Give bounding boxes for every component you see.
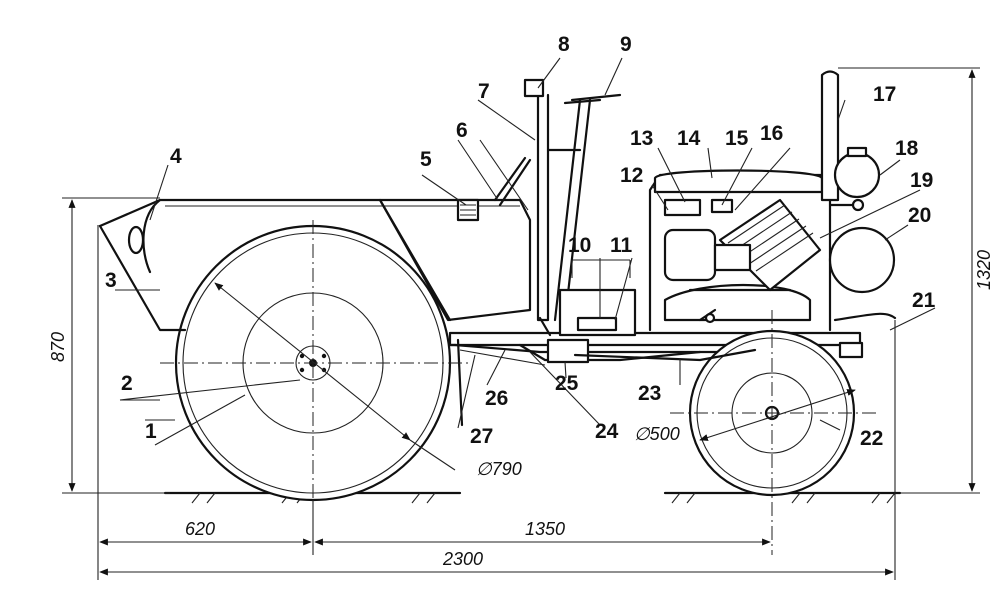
rear-overhang-620: 620 xyxy=(185,519,215,539)
front-wheel-diameter: ∅500 xyxy=(634,424,680,444)
callout-27: 27 xyxy=(470,425,493,448)
callout-17: 17 xyxy=(873,83,896,106)
steering-column xyxy=(493,78,622,337)
wheelbase-1350: 1350 xyxy=(525,519,565,539)
rear-wheel-diameter: ∅790 xyxy=(476,459,522,479)
tanks xyxy=(828,146,897,322)
callout-3: 3 xyxy=(105,269,117,292)
height-1320: 1320 xyxy=(974,250,994,290)
front-wheel xyxy=(670,310,880,555)
callout-7: 7 xyxy=(478,80,490,103)
dimension-labels: ∅790 ∅500 870 1320 620 1350 2300 xyxy=(48,250,994,569)
dimension-lines xyxy=(62,67,980,580)
callout-22: 22 xyxy=(860,427,883,450)
callout-15: 15 xyxy=(725,127,749,150)
callout-14: 14 xyxy=(677,127,701,150)
fender-body xyxy=(98,198,532,332)
callout-16: 16 xyxy=(760,122,783,145)
callout-5: 5 xyxy=(420,148,432,171)
callout-26: 26 xyxy=(485,387,508,410)
callout-2: 2 xyxy=(121,372,133,395)
callout-20: 20 xyxy=(908,204,931,227)
callout-8: 8 xyxy=(558,33,570,56)
callout-labels: 1 2 3 4 5 6 7 8 9 10 11 12 13 14 15 16 1… xyxy=(105,33,936,450)
rear-wheel xyxy=(119,220,470,550)
callout-11: 11 xyxy=(610,234,633,257)
overall-length-2300: 2300 xyxy=(442,549,483,569)
callout-25: 25 xyxy=(555,372,579,395)
battery-box xyxy=(558,259,637,337)
callout-9: 9 xyxy=(620,33,632,56)
callout-18: 18 xyxy=(895,137,919,160)
callout-13: 13 xyxy=(630,127,653,150)
callout-4: 4 xyxy=(170,145,182,168)
tie-rods xyxy=(459,348,757,366)
callout-24: 24 xyxy=(595,420,619,443)
callout-12: 12 xyxy=(620,164,643,187)
engine-and-seat xyxy=(648,169,832,332)
callout-1: 1 xyxy=(145,420,157,443)
callout-23: 23 xyxy=(638,382,661,405)
height-870: 870 xyxy=(48,332,68,362)
callout-6: 6 xyxy=(456,119,468,142)
callout-10: 10 xyxy=(568,234,591,257)
callout-19: 19 xyxy=(910,169,933,192)
leader-lines xyxy=(115,57,936,431)
callout-21: 21 xyxy=(912,289,936,312)
